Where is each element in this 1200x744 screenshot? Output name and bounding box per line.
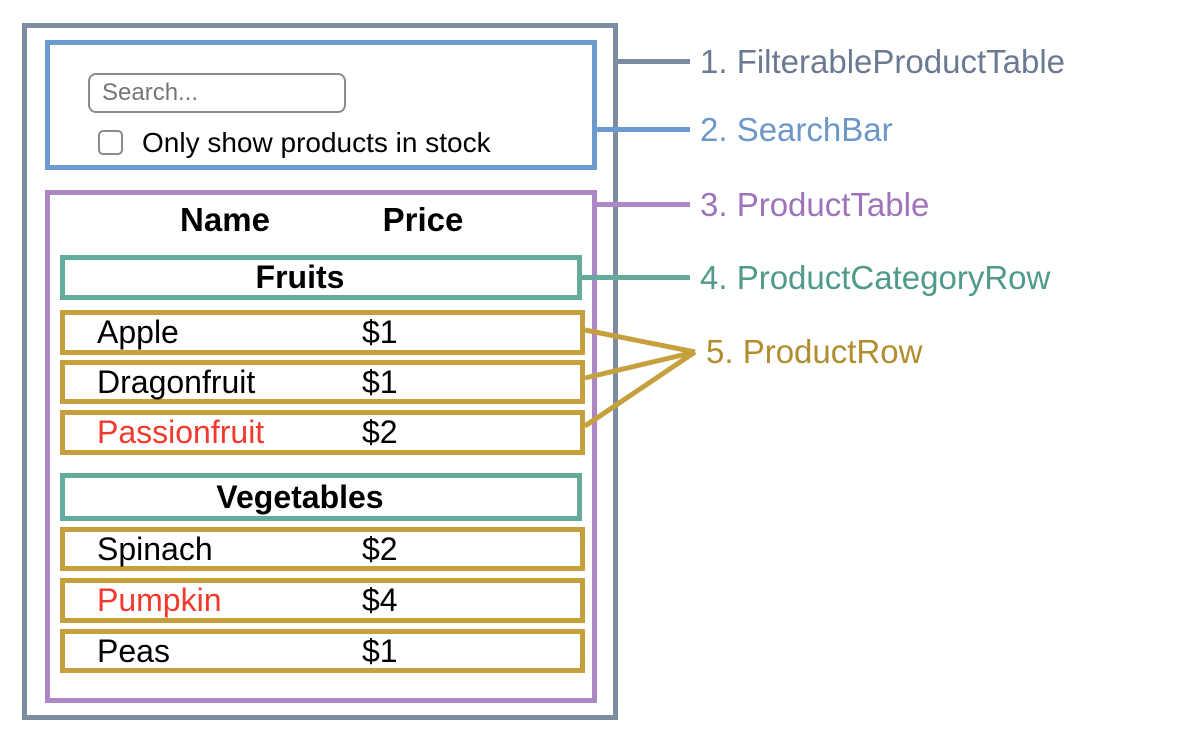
connector-line-product-category-row [577, 275, 690, 280]
label-search-bar: 2. SearchBar [700, 111, 893, 148]
product-name: Peas [97, 632, 170, 669]
product-row: Spinach $2 [60, 527, 585, 571]
product-price: $4 [362, 582, 398, 618]
connector-line-search-bar [592, 127, 690, 132]
product-name: Spinach [97, 530, 213, 567]
product-price: $1 [362, 363, 398, 400]
product-table-box [45, 190, 597, 703]
search-input[interactable] [88, 73, 346, 113]
product-price: $1 [362, 314, 398, 350]
connector-line-product-table [592, 202, 690, 207]
product-name-out-of-stock: Pumpkin [97, 582, 222, 618]
connector-line-filterable-product-table [613, 59, 690, 64]
label-product-row: 5. ProductRow [706, 333, 923, 370]
in-stock-checkbox[interactable] [98, 130, 123, 155]
search-bar-box [45, 40, 597, 170]
product-price: $1 [362, 632, 398, 669]
category-row-fruits: Fruits [60, 255, 582, 300]
name-column-header: Name [180, 201, 270, 238]
product-price: $2 [362, 414, 398, 450]
label-product-table: 3. ProductTable [700, 186, 930, 223]
product-row: Dragonfruit $1 [60, 360, 585, 404]
price-column-header: Price [382, 201, 464, 238]
product-name: Dragonfruit [97, 363, 256, 400]
product-price: $2 [362, 530, 398, 567]
product-name: Apple [97, 314, 179, 350]
product-row: Pumpkin $4 [60, 578, 585, 623]
product-row: Apple $1 [60, 310, 585, 355]
label-product-category-row: 4. ProductCategoryRow [700, 259, 1051, 296]
product-row: Peas $1 [60, 629, 585, 673]
product-row: Passionfruit $2 [60, 410, 585, 455]
in-stock-checkbox-label: Only show products in stock [142, 127, 491, 158]
category-row-vegetables: Vegetables [60, 473, 582, 521]
product-name-out-of-stock: Passionfruit [97, 414, 265, 450]
label-filterable-product-table: 1. FilterableProductTable [700, 43, 1066, 80]
